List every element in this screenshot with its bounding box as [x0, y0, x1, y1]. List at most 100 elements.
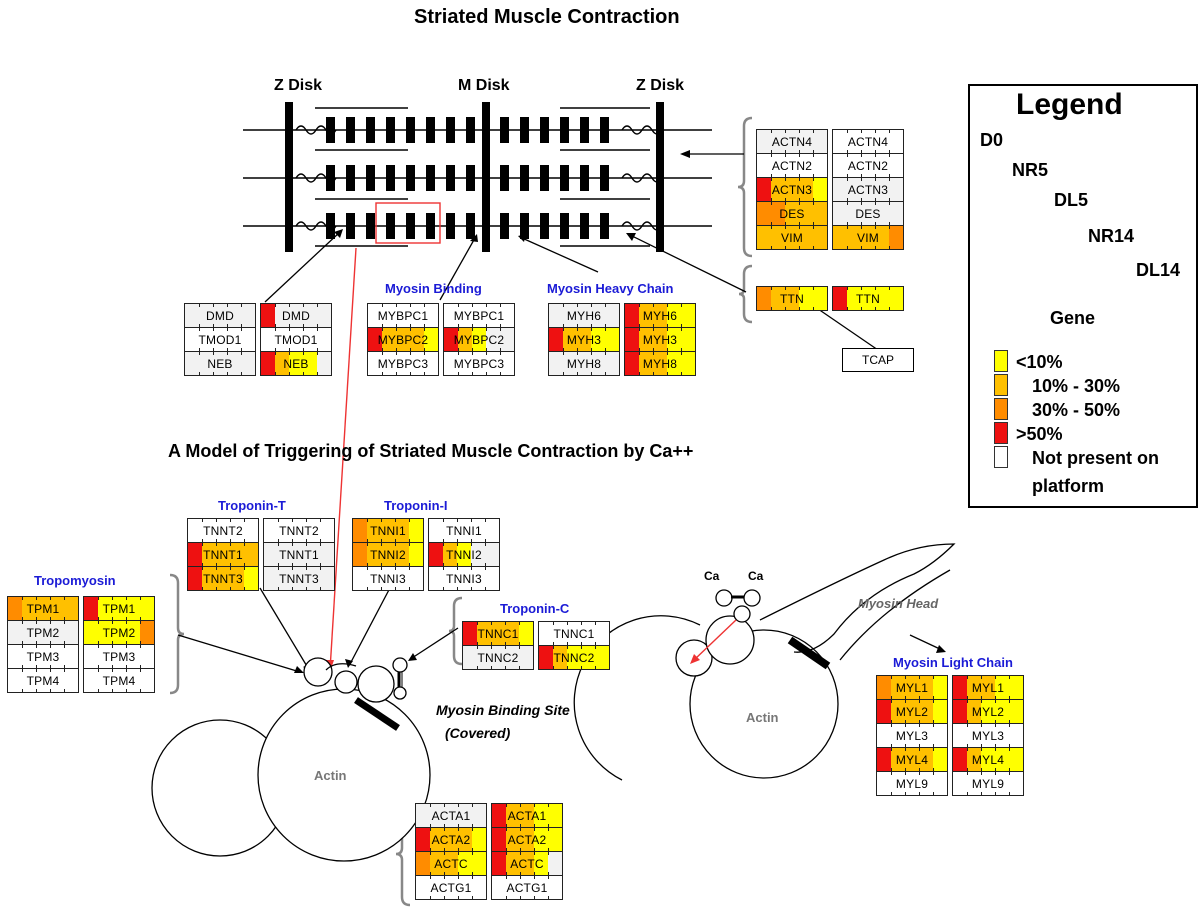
myosin-block [600, 213, 609, 239]
myosin-block [560, 117, 569, 143]
segment-tick [605, 328, 606, 331]
segment-tick [891, 724, 892, 727]
gene-timepoint-segment [799, 130, 814, 153]
segment-tick [519, 666, 520, 669]
segment-tick [771, 226, 772, 229]
gene-cell-acta2: ACTA2 [415, 827, 487, 852]
myosin-block [346, 213, 355, 239]
gene-timepoint-segment [567, 646, 582, 669]
segment-tick [472, 372, 473, 375]
segment-tick [278, 543, 279, 546]
segment-tick [875, 202, 876, 205]
gene-cell-myh6: MYH6 [548, 303, 620, 328]
segment-tick [681, 352, 682, 355]
segment-tick [875, 198, 876, 201]
gene-label: MYBPC3 [377, 356, 429, 371]
legend-swatch-10-30 [994, 374, 1008, 396]
segment-tick [382, 304, 383, 307]
segment-tick [889, 154, 890, 157]
legend-timepoint-nr14: NR14 [1088, 226, 1135, 246]
gene-label: VIM [781, 230, 803, 245]
gene-timepoint-segment [275, 352, 290, 375]
segment-tick [381, 567, 382, 570]
gene-timepoint-segment [653, 328, 668, 351]
gene-timepoint-segment [967, 724, 982, 747]
gene-cell-myl1: MYL1 [952, 675, 1024, 700]
segment-tick [430, 848, 431, 851]
segment-tick [424, 372, 425, 375]
segment-tick [140, 689, 141, 692]
segment-tick [875, 287, 876, 290]
segment-tick [889, 307, 890, 310]
segment-tick [241, 352, 242, 355]
segment-tick [306, 519, 307, 522]
gene-timepoint-segment [875, 178, 890, 201]
legend-swatch-lt10 [994, 350, 1008, 372]
myosin-block [326, 165, 335, 191]
gene-label: ACTA1 [431, 808, 471, 823]
segment-tick [317, 348, 318, 351]
segment-tick [112, 665, 113, 668]
gene-timepoint-segment [472, 828, 486, 851]
segment-tick [889, 226, 890, 229]
gene-timepoint-segment [278, 543, 293, 566]
gene-timepoint-segment [396, 304, 411, 327]
segment-tick [202, 539, 203, 542]
segment-tick [933, 748, 934, 751]
gene-timepoint-segment [303, 352, 318, 375]
segment-tick [799, 202, 800, 205]
gene-cell-tnnt3: TNNT3 [263, 566, 335, 591]
segment-tick [477, 646, 478, 649]
segment-tick [506, 824, 507, 827]
segment-tick [424, 328, 425, 331]
gene-timepoint-segment [409, 567, 423, 590]
segment-tick [813, 178, 814, 181]
segment-tick [563, 372, 564, 375]
segment-tick [891, 748, 892, 751]
gene-cell-myl1: MYL1 [876, 675, 948, 700]
gene-label: TNNC2 [477, 650, 519, 665]
gene-label: TNNI3 [446, 571, 482, 586]
gene-cell-neb: NEB [260, 351, 332, 376]
segment-tick [443, 567, 444, 570]
gene-timepoint-segment [112, 597, 127, 620]
myosin-head-bar [787, 636, 831, 670]
gene-timepoint-segment [416, 876, 431, 899]
gene-label: TMOD1 [198, 332, 242, 347]
segment-tick [875, 130, 876, 133]
segment-tick [548, 872, 549, 875]
segment-tick [244, 567, 245, 570]
segment-tick [36, 617, 37, 620]
gene-timepoint-segment [395, 567, 410, 590]
segment-tick [933, 744, 934, 747]
myosin-block [560, 165, 569, 191]
gene-cell-tpm3: TPM3 [83, 644, 155, 669]
segment-tick [591, 372, 592, 375]
gene-timepoint-segment [381, 519, 396, 542]
z-disk-right [656, 102, 664, 252]
segment-tick [847, 150, 848, 153]
segment-tick [1009, 744, 1010, 747]
gene-timepoint-segment [833, 130, 848, 153]
segment-tick [443, 543, 444, 546]
segment-tick [36, 689, 37, 692]
gene-timepoint-segment [981, 772, 996, 795]
segment-tick [444, 828, 445, 831]
gene-cell-tnni2: TNNI2 [428, 542, 500, 567]
gene-timepoint-segment [548, 876, 562, 899]
gene-timepoint-segment [140, 669, 154, 692]
segment-tick [275, 352, 276, 355]
gene-timepoint-segment [813, 130, 827, 153]
gene-timepoint-segment [367, 567, 382, 590]
myosin-block [560, 213, 569, 239]
segment-tick [491, 642, 492, 645]
segment-tick [241, 324, 242, 327]
gene-timepoint-segment [500, 328, 514, 351]
segment-tick [1009, 700, 1010, 703]
segment-tick [813, 202, 814, 205]
gene-cell-tnnc1: TNNC1 [538, 621, 610, 646]
gene-timepoint-segment [471, 543, 486, 566]
segment-tick [395, 587, 396, 590]
segment-tick [126, 597, 127, 600]
gene-timepoint-segment [889, 202, 903, 225]
